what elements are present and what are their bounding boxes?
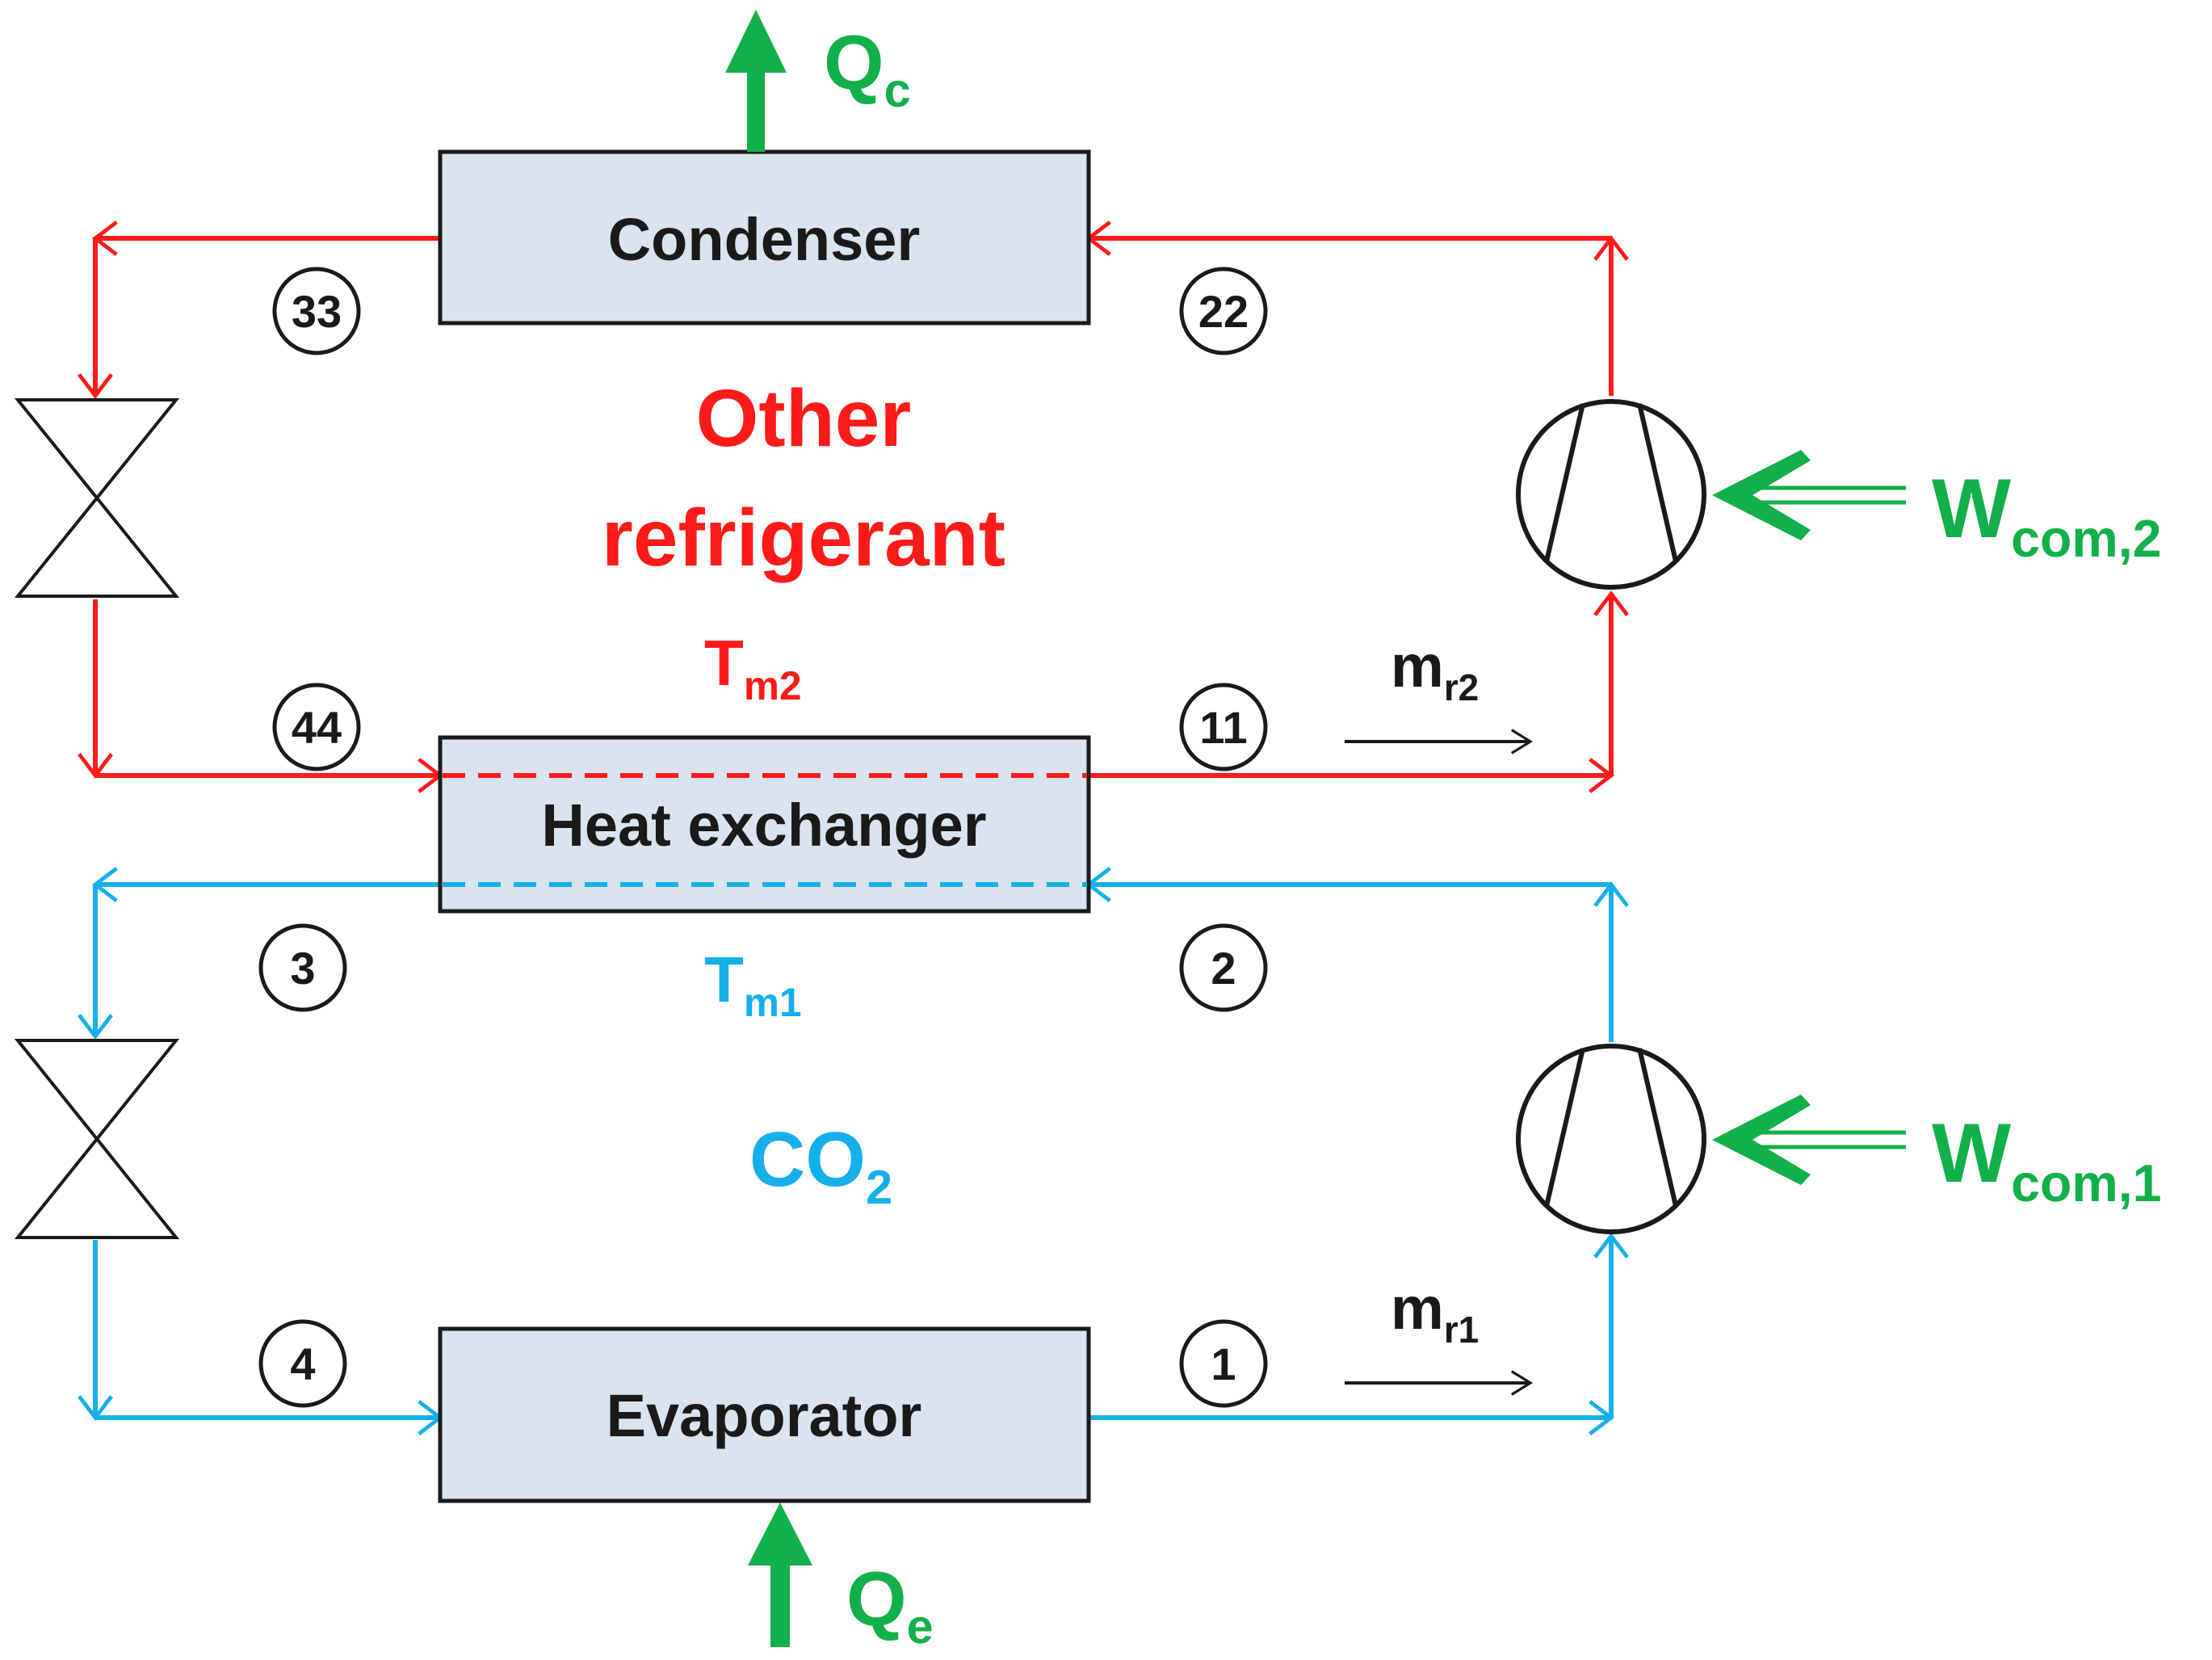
co2-label-sub: 2 xyxy=(866,1160,892,1214)
qc-base: Q xyxy=(824,19,884,106)
state-point-3: 3 xyxy=(290,943,315,994)
qe-base: Q xyxy=(846,1556,907,1642)
state-point-33-circle xyxy=(272,267,361,355)
heat-exchanger-label: Heat exchanger xyxy=(541,792,986,859)
co2-label-base: CO xyxy=(749,1116,866,1203)
state-point-44: 44 xyxy=(292,702,342,753)
qc-sub: c xyxy=(884,63,911,117)
mr1-base: m xyxy=(1391,1275,1444,1342)
co2-loop xyxy=(78,867,1629,1435)
wcom2-sub: com,2 xyxy=(2011,510,2161,568)
wcom1-sub: com,1 xyxy=(2011,1154,2161,1212)
qe-heat-absorption-arrow xyxy=(748,1502,812,1647)
other-refrigerant-label-line2: refrigerant xyxy=(602,493,1005,583)
compressor-1-icon xyxy=(1516,1044,1706,1234)
qe-label: Qe xyxy=(846,1556,934,1654)
tm2-sub: m2 xyxy=(744,663,802,708)
tm1-label: Tm1 xyxy=(704,943,802,1025)
wcom1-work-input-arrow xyxy=(1712,1095,1906,1185)
mr2-label: mr2 xyxy=(1391,632,1479,708)
expansion-valve-lower-icon xyxy=(14,1039,180,1239)
evaporator-box: Evaporator xyxy=(438,1326,1091,1503)
state-point-22: 22 xyxy=(1198,286,1249,337)
condenser-box: Condenser xyxy=(438,149,1091,326)
expansion-valve-upper-icon xyxy=(14,398,180,598)
state-point-44-circle xyxy=(272,683,361,771)
tm1-base: T xyxy=(704,943,744,1015)
state-point-2-circle xyxy=(1179,923,1268,1012)
condenser-label: Condenser xyxy=(608,206,921,273)
state-point-11: 11 xyxy=(1199,702,1247,753)
wcom2-label: Wcom,2 xyxy=(1932,462,2162,568)
wcom1-label: Wcom,1 xyxy=(1932,1107,2162,1212)
tm2-base: T xyxy=(704,627,744,699)
wcom1-base: W xyxy=(1932,1107,2012,1200)
state-point-11-circle xyxy=(1179,683,1268,771)
evaporator-label: Evaporator xyxy=(607,1382,922,1449)
mr1-label: mr1 xyxy=(1391,1275,1479,1351)
mr2-sub: r2 xyxy=(1444,666,1479,708)
state-point-22-circle xyxy=(1179,267,1268,355)
state-point-1-circle xyxy=(1179,1319,1268,1408)
qc-heat-rejection-arrow xyxy=(725,10,787,152)
co2-label: CO2 xyxy=(749,1116,892,1214)
state-point-1: 1 xyxy=(1211,1339,1236,1389)
qe-sub: e xyxy=(907,1599,934,1654)
state-point-4: 4 xyxy=(290,1339,315,1389)
other-refrigerant-label-line1: Other xyxy=(696,373,912,464)
state-point-2: 2 xyxy=(1211,943,1236,994)
state-point-4-circle xyxy=(258,1319,347,1408)
state-point-3-circle xyxy=(258,923,347,1012)
wcom2-base: W xyxy=(1932,462,2012,556)
tm1-sub: m1 xyxy=(744,980,802,1025)
wcom2-work-input-arrow xyxy=(1712,450,1906,540)
mr2-base: m xyxy=(1391,632,1444,700)
state-point-33: 33 xyxy=(292,286,342,337)
mr1-sub: r1 xyxy=(1444,1309,1479,1351)
compressor-2-icon xyxy=(1516,399,1706,590)
heat-exchanger-box: Heat exchanger xyxy=(438,735,1091,914)
tm2-label: Tm2 xyxy=(704,627,802,708)
qc-label: Qc xyxy=(824,19,911,117)
